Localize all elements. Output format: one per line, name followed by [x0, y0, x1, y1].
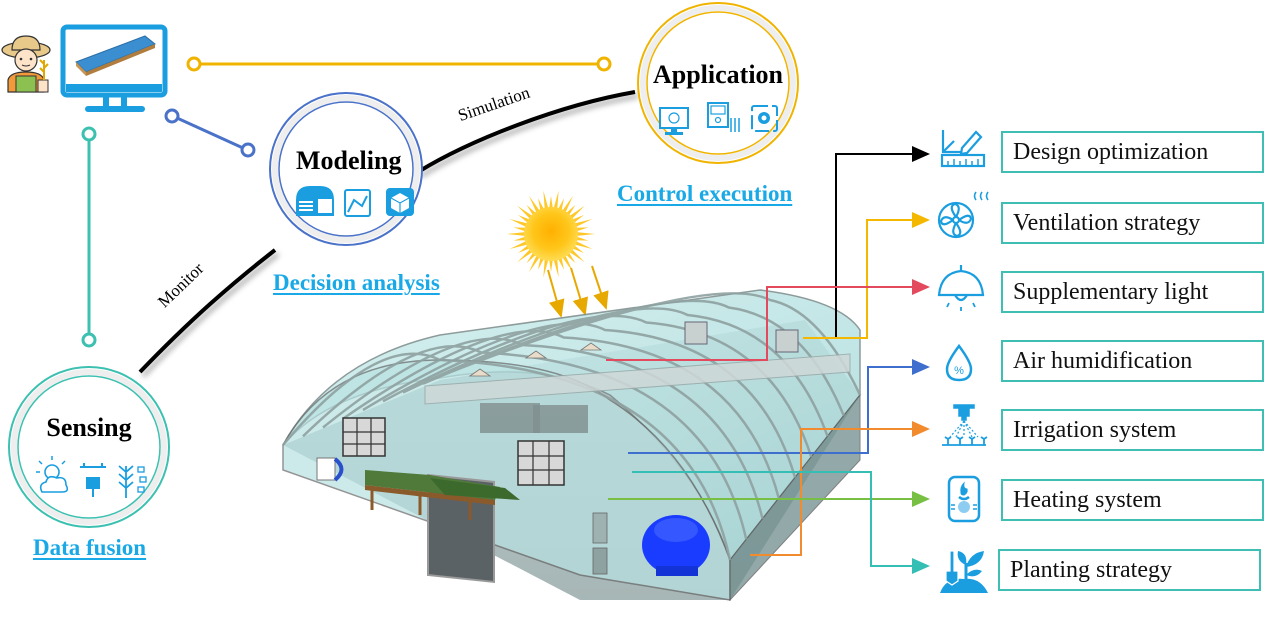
sun-icon	[507, 190, 609, 318]
application-subtitle-link[interactable]: Control execution	[617, 181, 793, 206]
svg-text:%: %	[954, 365, 964, 377]
sun-ray	[576, 236, 589, 241]
greenhouse-rib	[302, 345, 748, 540]
gear-cycle-icon	[751, 105, 778, 132]
fan-icon	[937, 191, 989, 239]
sun-ray	[509, 241, 528, 250]
output-heating-system[interactable]: Heating system	[1001, 479, 1264, 521]
sun-ray	[549, 196, 553, 209]
heater-icon	[947, 475, 981, 523]
output-planting-strategy[interactable]: Planting strategy	[998, 549, 1261, 591]
output-supplementary-light[interactable]: Supplementary light	[1001, 271, 1264, 313]
humidity-drop-icon: %	[945, 343, 973, 382]
sun-ray	[538, 198, 544, 211]
sun-ray	[569, 205, 585, 219]
sun-ray	[529, 195, 540, 213]
sensing-node[interactable]	[8, 366, 170, 528]
3d-cube-icon	[386, 188, 414, 216]
sun-ray	[558, 257, 564, 270]
sun-ray	[509, 218, 528, 227]
sun-ray	[526, 252, 536, 264]
sun-ray	[558, 198, 564, 211]
sun-ray	[543, 190, 549, 209]
sensing-title: Sensing	[46, 413, 132, 442]
sun-ray	[507, 232, 526, 236]
sun-ray	[576, 232, 595, 236]
sun-ray	[518, 215, 530, 223]
plant-data-icon	[118, 465, 147, 498]
weather-icon	[36, 456, 69, 493]
application-title: Application	[652, 60, 784, 89]
modeling-title: Modeling	[296, 146, 402, 175]
process-curve	[138, 90, 636, 374]
control-panel-icon	[707, 102, 740, 132]
sun-ray	[513, 236, 526, 241]
greenhouse-rib	[282, 352, 732, 561]
output-irrigation-system[interactable]: Irrigation system	[1001, 409, 1264, 451]
sun-ray	[518, 245, 530, 253]
monitor-3d-icon	[659, 107, 689, 135]
sprinkler-icon	[942, 404, 988, 446]
computer-monitor-icon	[60, 24, 168, 112]
sun-ray	[538, 257, 544, 270]
callout-planting	[632, 471, 930, 574]
output-air-humidification[interactable]: Air humidification	[1001, 340, 1264, 382]
greenhouse-rib	[342, 329, 780, 499]
callout-lines	[606, 146, 930, 574]
callout-irrigation	[750, 421, 930, 556]
sun-ray	[566, 252, 576, 264]
application-node[interactable]	[637, 2, 799, 164]
greenhouse-rib	[322, 337, 764, 520]
data-chart-icon	[344, 189, 371, 217]
connector-computer-application	[186, 56, 612, 72]
ruler-pencil-icon	[940, 130, 986, 168]
greenhouse-rib	[422, 299, 845, 417]
ventilation-fan-right	[517, 440, 565, 486]
sun-ray	[576, 227, 589, 232]
greenhouse-rib	[362, 322, 797, 478]
sun-ray	[566, 204, 576, 216]
sun-ray	[529, 255, 540, 273]
greenhouse-rib	[382, 314, 813, 458]
callout-humidification	[628, 359, 930, 454]
sun-ray	[553, 190, 559, 209]
sun-ray	[574, 241, 593, 250]
callout-light	[606, 279, 930, 361]
weather-station-icon	[80, 463, 106, 497]
sun-ray	[574, 218, 593, 227]
sun-ray	[549, 259, 553, 272]
connector-computer-sensing	[81, 126, 97, 348]
greenhouse-illustration	[282, 289, 862, 602]
modeling-subtitle-link[interactable]: Decision analysis	[273, 270, 440, 295]
plant-shovel-icon	[940, 550, 988, 593]
sun-ray	[513, 227, 526, 232]
sun-ray	[572, 215, 584, 223]
output-design-optimization[interactable]: Design optimization	[1001, 131, 1264, 173]
sun-ray	[572, 245, 584, 253]
sun-ray	[569, 249, 585, 263]
sun-ray	[553, 259, 559, 278]
water-tank	[642, 515, 710, 576]
sun-ray	[517, 249, 533, 263]
greenhouse-model-icon	[296, 186, 334, 216]
ventilation-fan-left	[342, 417, 386, 457]
farmer-avatar-icon	[1, 35, 51, 93]
lamp-icon	[937, 265, 985, 311]
callout-ventilation	[803, 212, 930, 339]
sun-ray	[562, 195, 573, 213]
sensing-subtitle-link[interactable]: Data fusion	[33, 535, 147, 560]
sun-ray	[562, 255, 573, 273]
modeling-node[interactable]	[269, 92, 423, 246]
connector-computer-modeling	[164, 108, 256, 158]
callout-design	[835, 146, 930, 337]
output-ventilation-strategy[interactable]: Ventilation strategy	[1001, 202, 1264, 244]
sun-ray	[526, 204, 536, 216]
sun-ray	[517, 205, 533, 219]
sun-ray	[543, 259, 549, 278]
